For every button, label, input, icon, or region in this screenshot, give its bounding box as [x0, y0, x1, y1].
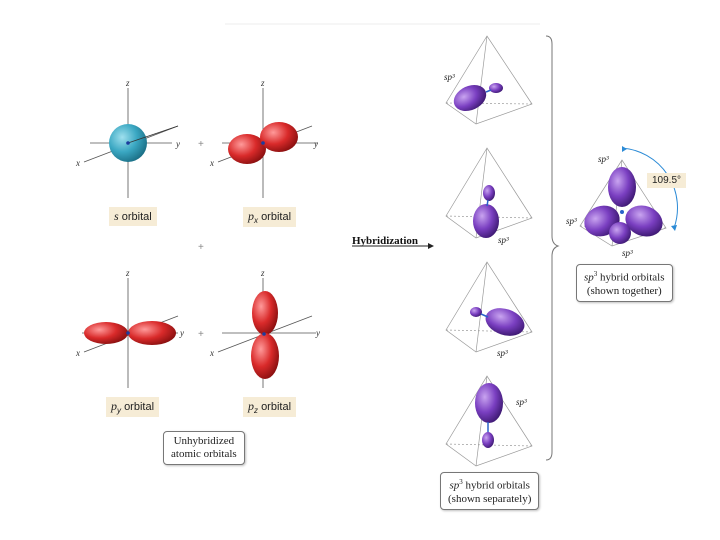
sp3-label: sp³: [622, 248, 633, 258]
y-axis-label: y: [315, 328, 320, 338]
pz-orbital-figure: z y x: [209, 268, 320, 388]
py-lobe-right: [128, 321, 176, 345]
z-axis-label: z: [260, 268, 265, 278]
sp3-together-caption: sp3 hybrid orbitals (shown together): [576, 264, 673, 302]
bond-angle-label: 109.5°: [647, 173, 687, 188]
pz-orbital-label: pz orbital: [243, 397, 297, 418]
pz-lobe-top: [252, 291, 278, 335]
x-axis-label: x: [75, 158, 80, 168]
x-axis-label: x: [75, 348, 80, 358]
grouping-bracket: [545, 35, 560, 461]
x-axis-label: x: [209, 158, 214, 168]
py-orbital-figure: z y x: [75, 268, 184, 388]
sp3-label: sp³: [516, 397, 527, 407]
s-orbital-label: s orbital: [109, 207, 157, 226]
x-axis-label: x: [209, 348, 214, 358]
px-orbital-label: px orbital: [243, 207, 297, 228]
sp3-label: sp³: [598, 154, 609, 164]
y-axis-label: y: [179, 328, 184, 338]
sp3-lobe-3: [470, 307, 525, 336]
sp3-lobe-1: [453, 83, 503, 112]
plus-sign: +: [198, 329, 204, 340]
tetrahedron-3: [445, 261, 533, 353]
px-lobe-front: [228, 134, 266, 164]
sp3-lobe-4: [475, 383, 503, 448]
px-orbital-figure: z y x: [209, 78, 318, 198]
z-axis-label: z: [125, 78, 130, 88]
sp3-combined-orbitals: [584, 167, 663, 244]
sp3-label: sp³: [444, 72, 455, 82]
tetrahedron-1: [445, 35, 533, 125]
py-lobe-left: [84, 322, 128, 344]
py-orbital-label: py orbital: [106, 397, 160, 418]
sp3-label: sp³: [497, 348, 508, 358]
px-lobe-back: [260, 122, 298, 152]
hybridization-label: Hybridization: [352, 235, 419, 247]
y-axis-label: y: [313, 139, 318, 149]
pz-lobe-bottom: [251, 333, 279, 379]
plus-sign: +: [198, 139, 204, 150]
sp3-lobe-2: [473, 185, 499, 238]
sp3-label: sp³: [498, 235, 509, 245]
z-axis-label: z: [125, 268, 130, 278]
z-axis-label: z: [260, 78, 265, 88]
y-axis-label: y: [175, 139, 180, 149]
sp3-separate-caption: sp3 hybrid orbitals (shown separately): [440, 472, 540, 510]
sp3-label: sp³: [566, 216, 577, 226]
plus-sign: +: [198, 242, 204, 253]
s-orbital-figure: z y x: [75, 78, 180, 198]
